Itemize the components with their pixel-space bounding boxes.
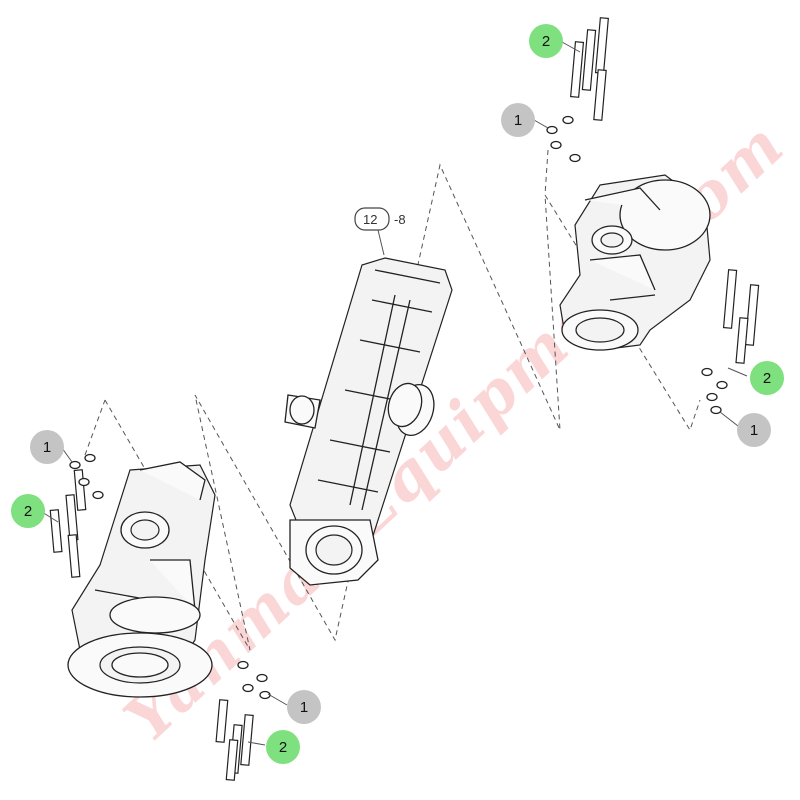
assembly-reference-box xyxy=(354,207,390,231)
bolt xyxy=(73,469,87,511)
washer xyxy=(550,140,562,150)
bolt xyxy=(735,317,749,364)
washer xyxy=(78,477,90,487)
callout-2-top[interactable]: 2 xyxy=(529,24,563,58)
bolt xyxy=(594,17,609,74)
washer xyxy=(92,490,104,500)
bolt xyxy=(570,41,585,98)
callout-label: 1 xyxy=(43,439,51,456)
callout-circle xyxy=(501,103,535,137)
bolt xyxy=(49,509,63,553)
washer xyxy=(710,405,722,415)
washer xyxy=(242,683,254,693)
washer xyxy=(84,453,96,463)
exploded-view-guides xyxy=(84,149,701,651)
callout-circle xyxy=(266,730,300,764)
bolt xyxy=(593,69,607,121)
bolt xyxy=(744,284,760,346)
fastener-group-bottom xyxy=(215,660,271,781)
callout-label: 1 xyxy=(750,422,758,439)
right-hub-assembly xyxy=(559,174,711,351)
bolt xyxy=(581,29,597,91)
callout-2-right[interactable]: 2 xyxy=(750,361,784,395)
washer xyxy=(569,153,581,163)
callout-2-bottom[interactable]: 2 xyxy=(266,730,300,764)
callout-label: 2 xyxy=(279,739,287,756)
callout-circle xyxy=(750,361,784,395)
washer xyxy=(562,115,574,125)
washer xyxy=(237,660,249,670)
washer xyxy=(701,367,713,377)
washer xyxy=(259,690,271,700)
assembly-reference-suffix: -8 xyxy=(394,212,406,227)
bolt xyxy=(67,534,81,578)
callout-1-right[interactable]: 1 xyxy=(737,413,771,447)
callout-circle xyxy=(30,430,64,464)
callout-1-left[interactable]: 1 xyxy=(30,430,64,464)
callout-circle xyxy=(287,690,321,724)
washer xyxy=(69,460,81,470)
fastener-group-top xyxy=(546,17,609,163)
callout-circle xyxy=(737,413,771,447)
assembly-reference-number: 12 xyxy=(363,212,377,227)
bolt xyxy=(65,494,79,541)
bolt xyxy=(225,739,239,781)
callout-circle xyxy=(11,494,45,528)
callout-label: 1 xyxy=(514,112,522,129)
bolt xyxy=(215,699,229,743)
callout-label: 2 xyxy=(542,33,550,50)
axle-housing xyxy=(284,257,453,586)
callouts: 2 1 2 1 1 2 1 2 xyxy=(11,24,784,764)
bolt xyxy=(240,714,254,766)
fastener-group-left xyxy=(49,453,104,578)
washer xyxy=(706,392,718,402)
callout-label: 2 xyxy=(763,370,771,387)
callout-1-bottom[interactable]: 1 xyxy=(287,690,321,724)
callout-label: 2 xyxy=(24,503,32,520)
callout-circle xyxy=(529,24,563,58)
washer xyxy=(256,673,268,683)
callout-1-top[interactable]: 1 xyxy=(501,103,535,137)
fastener-group-right xyxy=(701,269,760,415)
assembly-reference[interactable]: 12 -8 xyxy=(354,207,406,256)
washer xyxy=(546,125,558,135)
callout-2-left[interactable]: 2 xyxy=(11,494,45,528)
callout-label: 1 xyxy=(300,699,308,716)
left-hub-assembly xyxy=(67,461,216,698)
washer xyxy=(716,380,728,390)
bolt xyxy=(722,269,738,329)
